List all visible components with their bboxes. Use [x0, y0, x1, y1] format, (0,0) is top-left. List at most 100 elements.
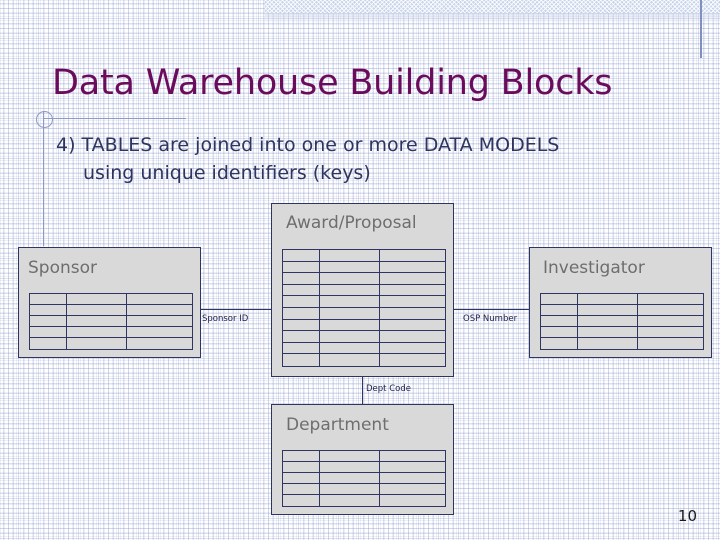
table-cell: [283, 462, 320, 473]
entity-sponsor[interactable]: Sponsor: [18, 247, 201, 358]
table-cell: [283, 484, 320, 495]
table-cell: [320, 250, 380, 262]
table-cell: [638, 327, 703, 338]
table-cell: [320, 473, 380, 484]
table-cell: [283, 296, 320, 308]
table-cell: [541, 338, 578, 349]
table-cell: [283, 250, 320, 262]
table-cell: [578, 294, 638, 305]
table-cell: [320, 273, 380, 285]
table-cell: [67, 316, 127, 327]
table-cell: [380, 262, 445, 274]
relationship-label-osp-number: OSP Number: [463, 314, 518, 324]
entity-investigator-table: [540, 293, 704, 350]
table-cell: [638, 305, 703, 316]
title-circle-decoration: [36, 111, 53, 128]
table-cell: [127, 338, 192, 349]
page-title: Data Warehouse Building Blocks: [52, 63, 613, 103]
entity-award-proposal-table: [282, 249, 446, 367]
entity-investigator[interactable]: Investigator: [529, 247, 712, 358]
table-cell: [578, 316, 638, 327]
table-cell: [320, 451, 380, 462]
table-cell: [283, 451, 320, 462]
table-cell: [380, 250, 445, 262]
table-cell: [380, 473, 445, 484]
connector-sponsor-to-award: [200, 309, 272, 310]
table-cell: [541, 294, 578, 305]
table-cell: [320, 331, 380, 343]
table-cell: [127, 294, 192, 305]
table-cell: [380, 343, 445, 355]
table-cell: [380, 285, 445, 297]
entity-sponsor-table: [29, 293, 193, 350]
table-cell: [67, 294, 127, 305]
table-cell: [380, 484, 445, 495]
table-cell: [320, 342, 380, 355]
body-line-1: 4) TABLES are joined into one or more DA…: [56, 134, 560, 156]
table-cell: [283, 473, 320, 484]
body-line-2: using unique identifiers (keys): [83, 162, 371, 184]
table-cell: [127, 327, 192, 338]
relationship-label-sponsor-id: Sponsor ID: [202, 314, 249, 324]
entity-investigator-label: Investigator: [543, 258, 645, 278]
table-cell: [638, 316, 703, 327]
table-cell: [283, 319, 320, 332]
header-decorative-band: [265, 0, 720, 13]
relationship-label-dept-code: Dept Code: [366, 384, 411, 394]
header-band-fade: [265, 13, 720, 23]
table-cell: [30, 338, 67, 349]
table-cell: [320, 484, 380, 495]
table-cell: [320, 296, 380, 308]
table-cell: [380, 331, 445, 343]
table-cell: [30, 327, 67, 338]
table-cell: [320, 495, 380, 506]
header-vertical-rule: [700, 0, 702, 58]
table-cell: [380, 354, 445, 366]
table-cell: [380, 296, 445, 308]
table-cell: [380, 273, 445, 285]
table-cell: [67, 305, 127, 316]
entity-award-proposal-label: Award/Proposal: [286, 213, 417, 233]
table-cell: [578, 327, 638, 338]
table-cell: [283, 261, 320, 274]
page-number: 10: [677, 507, 697, 525]
table-cell: [320, 308, 380, 320]
entity-sponsor-label: Sponsor: [28, 258, 98, 278]
table-cell: [283, 308, 320, 320]
title-horizontal-rule: [43, 118, 186, 119]
table-cell: [380, 462, 445, 473]
table-cell: [67, 338, 127, 349]
connector-award-to-department: [362, 377, 363, 405]
table-cell: [283, 273, 320, 285]
connector-award-to-investigator: [454, 309, 530, 310]
table-cell: [541, 316, 578, 327]
table-cell: [67, 327, 127, 338]
table-cell: [127, 305, 192, 316]
table-cell: [541, 327, 578, 338]
entity-department-table: [282, 450, 446, 507]
table-cell: [320, 462, 380, 473]
table-cell: [380, 451, 445, 462]
table-cell: [320, 354, 380, 366]
entity-department[interactable]: Department: [271, 404, 454, 515]
table-cell: [638, 338, 703, 349]
table-cell: [320, 319, 380, 332]
table-cell: [283, 495, 320, 506]
entity-department-label: Department: [286, 415, 389, 435]
table-cell: [127, 316, 192, 327]
table-cell: [380, 320, 445, 332]
entity-award-proposal[interactable]: Award/Proposal: [271, 203, 454, 377]
table-cell: [380, 495, 445, 506]
table-cell: [320, 261, 380, 274]
table-cell: [283, 331, 320, 343]
table-cell: [380, 308, 445, 320]
table-cell: [541, 305, 578, 316]
table-cell: [30, 316, 67, 327]
table-cell: [638, 294, 703, 305]
title-vertical-rule: [43, 111, 44, 246]
table-cell: [283, 354, 320, 366]
table-cell: [578, 338, 638, 349]
table-cell: [30, 294, 67, 305]
table-cell: [578, 305, 638, 316]
